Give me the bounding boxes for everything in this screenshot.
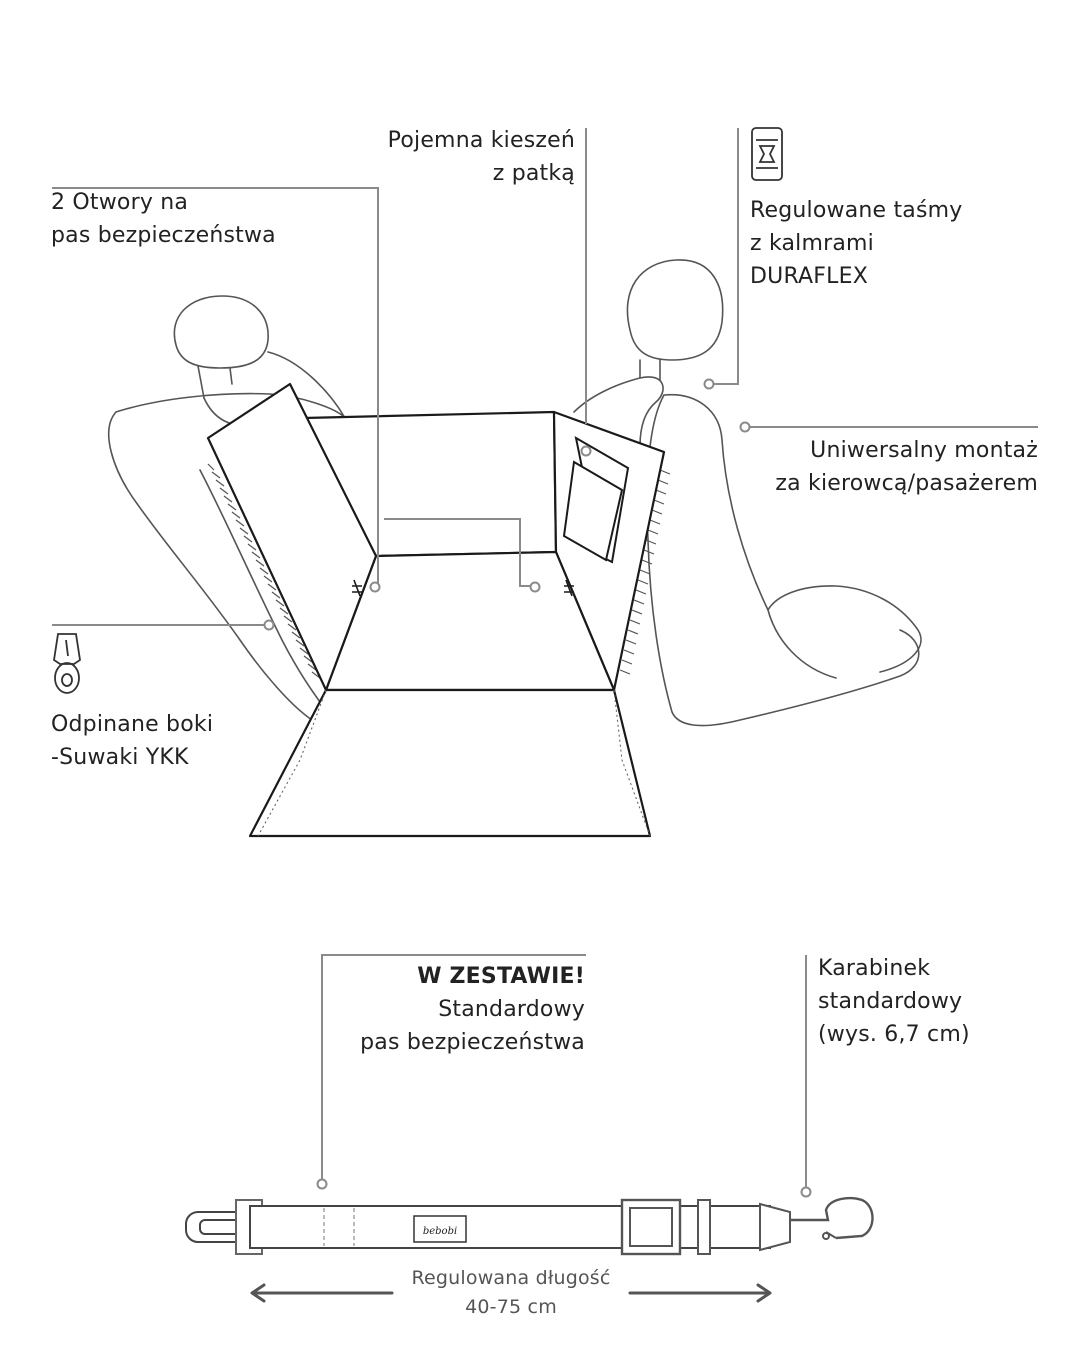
seatbelt-extender: bebobi	[185, 1196, 874, 1256]
label-seatbelt-holes: 2 Otwory na pas bezpieczeństwa	[51, 190, 276, 248]
zipper-tracks	[207, 463, 671, 679]
label-pocket: Pojemna kieszeń z patką	[387, 128, 575, 186]
left-seat-back	[108, 351, 346, 721]
leader-endpoints	[263, 378, 812, 1198]
right-seat-cushion	[767, 585, 922, 679]
belt-strap	[249, 1205, 771, 1249]
label-mount: Uniwersalny montaż za kierowcą/pasażerem	[775, 438, 1038, 496]
length-arrows	[250, 1283, 772, 1303]
zipper-pull-icon	[53, 633, 81, 694]
leader-lines	[52, 128, 1038, 1190]
cover-front-flap	[248, 688, 652, 838]
cover-left-flap	[206, 382, 378, 692]
pocket	[562, 436, 630, 564]
carabiner-icon	[759, 1202, 791, 1252]
belt-loop	[697, 1199, 711, 1255]
left-headrest	[173, 295, 269, 369]
label-straps: Regulowane taśmy z kalmrami DURAFLEX	[750, 198, 963, 289]
label-zippers: Odpinane boki -Suwaki YKK	[51, 712, 214, 770]
side-release-buckle-icon	[751, 127, 783, 181]
label-length: Regulowana długość 40-75 cm	[411, 1267, 611, 1318]
label-kit: W ZESTAWIE! Standardowy pas bezpieczeńst…	[360, 960, 585, 1059]
right-headrest	[626, 259, 724, 361]
brand-logo	[413, 1215, 467, 1243]
svg-text:bebobi: bebobi	[423, 1226, 457, 1237]
label-carabiner: Karabinek standardowy (wys. 6,7 cm)	[818, 956, 970, 1047]
kit-heading: W ZESTAWIE!	[417, 964, 585, 989]
